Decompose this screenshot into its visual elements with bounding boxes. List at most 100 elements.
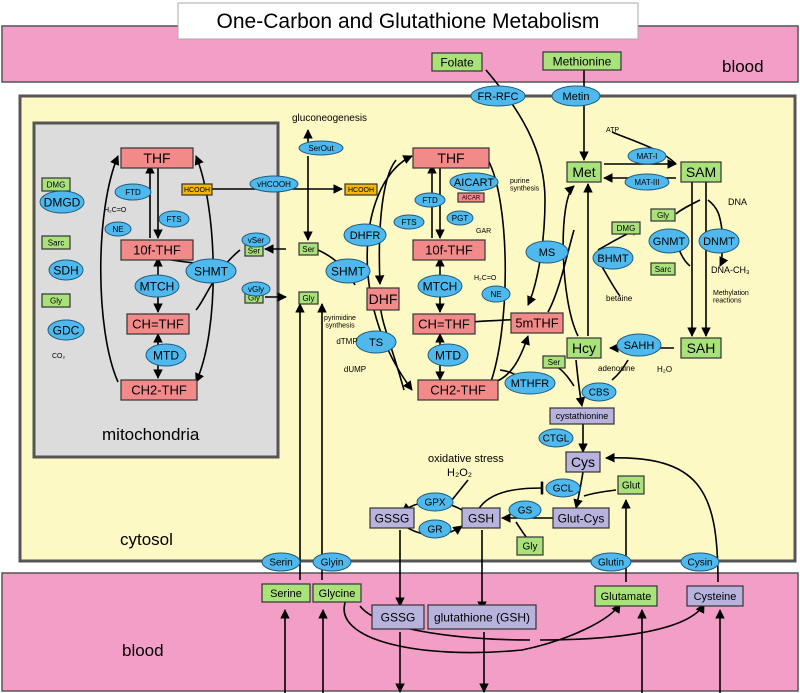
- blood-top-label: blood: [722, 57, 764, 76]
- enzyme-gs: GS: [508, 500, 542, 520]
- enzyme-mtch-mito-label: MTCH: [140, 279, 175, 293]
- enzyme-sdh-label: SDH: [53, 263, 78, 277]
- sah-node-label: SAH: [687, 340, 716, 356]
- enzyme-gs-label: GS: [518, 506, 533, 517]
- enzyme-bhmt-label: BHMT: [597, 253, 628, 265]
- enzyme-dnmt-label: DNMT: [703, 236, 735, 248]
- enzyme-dnmt: DNMT: [698, 228, 740, 254]
- enzyme-sahh: SAHH: [616, 333, 662, 357]
- hcooh-cyt-node-label: HCOOH: [348, 187, 374, 194]
- enzyme-gpx: GPX: [416, 492, 454, 512]
- f10-thf-mito-node: 10f-THF: [120, 239, 194, 261]
- gly-cyt-node: Gly: [298, 291, 319, 305]
- ser-mito-node-label: Ser: [248, 246, 261, 255]
- enzyme-gr: GR: [418, 519, 452, 539]
- gly-gs-node: Gly: [516, 536, 544, 556]
- glut-cyt-node: Glut: [617, 475, 645, 495]
- ch2-thf-mito-node-label: CH2-THF: [131, 383, 187, 398]
- gly-sam-node-label: Gly: [657, 211, 669, 220]
- ch-thf-cyt-node-label: CH=THF: [418, 317, 470, 332]
- enzyme-mtd-mito: MTD: [145, 343, 187, 367]
- ch2-thf-cyt-node-label: CH2-THF: [430, 383, 486, 398]
- label-h2o: H₂O: [657, 365, 672, 374]
- enzyme-ne-mito: NE: [104, 221, 132, 237]
- gly-gs-node-label: Gly: [523, 542, 538, 553]
- enzyme-aicart-label: AICART: [454, 177, 494, 189]
- enzyme-cysin-label: Cysin: [687, 558, 712, 569]
- enzyme-ne-cyt-label: NE: [490, 290, 501, 299]
- enzyme-cysin: Cysin: [680, 552, 720, 572]
- enzyme-vhcooh-label: vHCOOH: [257, 180, 291, 189]
- enzyme-glutin-label: Glutin: [598, 558, 624, 569]
- enzyme-ms: MS: [525, 240, 569, 264]
- enzyme-dmgd-label: DMGD: [44, 195, 81, 209]
- enzyme-fr-rfc: FR-RFC: [470, 85, 526, 107]
- enzyme-gcl-label: GCL: [553, 484, 574, 495]
- thf-cyt-node: THF: [412, 147, 490, 169]
- hcooh-cyt-node: HCOOH: [344, 183, 378, 196]
- thf-mito-node-label: THF: [143, 150, 170, 166]
- enzyme-glutin: Glutin: [590, 552, 632, 572]
- glut-cyt-node-label: Glut: [622, 481, 641, 492]
- methionine-node: Methionine: [542, 51, 622, 71]
- glycine-node-label: Glycine: [319, 588, 356, 600]
- enzyme-ms-label: MS: [539, 247, 556, 259]
- enzyme-mat1: MAT-I: [627, 147, 667, 165]
- enzyme-mtd-cyt-label: MTD: [435, 348, 461, 362]
- met-node-label: Met: [572, 164, 595, 180]
- dhf-node: DHF: [366, 287, 400, 311]
- sam-node: SAM: [680, 161, 722, 183]
- gssg-blood-node-label: GSSG: [381, 610, 416, 624]
- enzyme-aicart: AICART: [449, 172, 499, 192]
- dhf-node-label: DHF: [369, 291, 398, 307]
- enzyme-serout: SerOut: [298, 140, 344, 156]
- dmg-mito-node-label: DMG: [47, 180, 66, 189]
- enzyme-metin: Metin: [551, 85, 601, 107]
- enzyme-serout-label: SerOut: [308, 144, 334, 153]
- enzyme-vgly-label: vGly: [248, 285, 264, 294]
- f10-thf-cyt-node: 10f-THF: [412, 239, 486, 261]
- hcy-node-label: Hcy: [572, 340, 596, 356]
- enzyme-shmt-mito-label: SHMT: [194, 264, 229, 278]
- gsh-cyt-node: GSH: [461, 507, 501, 529]
- enzyme-ctgl: CTGL: [538, 428, 574, 448]
- enzyme-mtd-mito-label: MTD: [153, 348, 179, 362]
- enzyme-dhfr-label: DHFR: [350, 230, 381, 242]
- cys-node: Cys: [565, 451, 601, 473]
- hcooh-mito-node: HCOOH: [181, 183, 213, 196]
- enzyme-fts-cyt-label: FTS: [401, 218, 416, 227]
- ser-cyt-node: Ser: [298, 242, 319, 256]
- enzyme-fts-mito-label: FTS: [166, 215, 181, 224]
- enzyme-pgt-label: PGT: [452, 214, 469, 223]
- ch2-thf-mito-node: CH2-THF: [120, 379, 198, 401]
- ch-thf-mito-node: CH=THF: [126, 313, 190, 335]
- enzyme-mat1-label: MAT-I: [637, 152, 658, 161]
- enzyme-ne-cyt: NE: [481, 285, 511, 303]
- glutamate-node-label: Glutamate: [601, 591, 652, 603]
- label-dna-ch3: DNA-CH₃: [711, 265, 750, 275]
- serine-node-label: Serine: [270, 588, 302, 600]
- glutamate-node: Glutamate: [594, 585, 658, 607]
- enzyme-vhcooh: vHCOOH: [249, 175, 299, 193]
- glut-cys-node: Glut-Cys: [552, 507, 610, 529]
- enzyme-fts-cyt: FTS: [393, 214, 425, 230]
- ser-cyt-node-label: Ser: [302, 245, 315, 254]
- sah-node: SAH: [680, 337, 722, 359]
- gly-sam-node: Gly: [650, 208, 676, 222]
- label-h2o2: H₂O₂: [447, 467, 472, 479]
- gssg-cyt-node-label: GSSG: [375, 511, 410, 525]
- label-betaine: betaine: [606, 294, 633, 303]
- enzyme-gcl: GCL: [545, 478, 581, 498]
- enzyme-ftd-cyt: FTD: [414, 192, 446, 208]
- enzyme-mat3: MAT-III: [624, 173, 670, 191]
- enzyme-mtch-cyt-label: MTCH: [423, 279, 458, 293]
- enzyme-shmt-cyt-label: SHMT: [331, 264, 366, 278]
- ch-thf-mito-node-label: CH=THF: [132, 317, 184, 332]
- enzyme-mtd-cyt: MTD: [427, 343, 469, 367]
- label-gluconeogenesis: gluconeogenesis: [292, 113, 367, 124]
- cysteine-node-label: Cysteine: [694, 591, 737, 603]
